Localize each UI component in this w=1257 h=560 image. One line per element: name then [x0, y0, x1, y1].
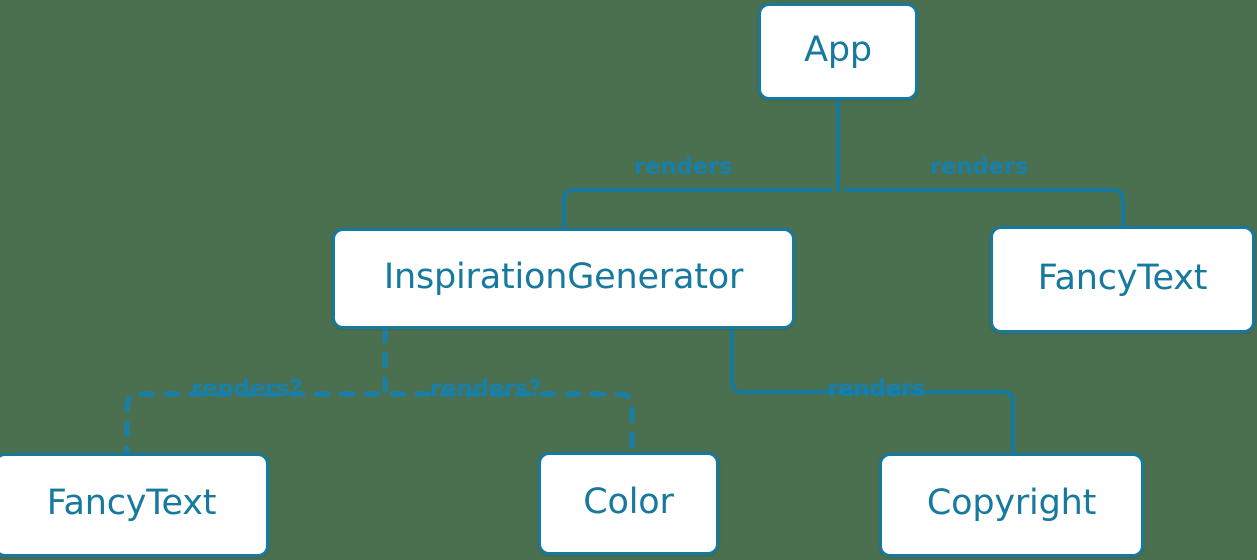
node-app-label: App [804, 29, 872, 70]
edge-label-inspirationgenerator-to-fancytext: renders? [191, 376, 303, 402]
node-fancytext-right-label: FancyText [1037, 257, 1208, 298]
node-color[interactable]: Color [538, 452, 719, 555]
node-fancytext-right[interactable]: FancyText [990, 226, 1255, 333]
node-fancytext-bottom[interactable]: FancyText [0, 453, 269, 557]
edge-inspirationgenerator-to-fancytext-dashed [124, 391, 381, 456]
edge-label-inspirationgenerator-to-copyright: renders [827, 376, 926, 402]
node-fancytext-bottom-label: FancyText [46, 483, 217, 523]
edge-inspirationgenerator-to-copyright [730, 327, 1015, 455]
edge-inspirationgenerator-to-color-dashed [389, 391, 635, 455]
edge-app-to-fancytext [844, 188, 1125, 228]
node-inspirationgenerator[interactable]: InspirationGenerator [332, 228, 795, 329]
node-color-label: Color [583, 481, 674, 522]
node-app[interactable]: App [758, 3, 918, 100]
node-inspirationgenerator-label: InspirationGenerator [383, 256, 744, 297]
edge-app-to-inspirationgenerator [562, 188, 832, 230]
edge-label-app-to-fancytext: renders [930, 154, 1029, 180]
edge-label-inspirationgenerator-to-color: renders? [430, 376, 542, 402]
node-copyright-label: Copyright [926, 483, 1097, 523]
node-copyright[interactable]: Copyright [879, 453, 1144, 557]
edge-label-app-to-inspirationgenerator: renders [634, 154, 733, 180]
